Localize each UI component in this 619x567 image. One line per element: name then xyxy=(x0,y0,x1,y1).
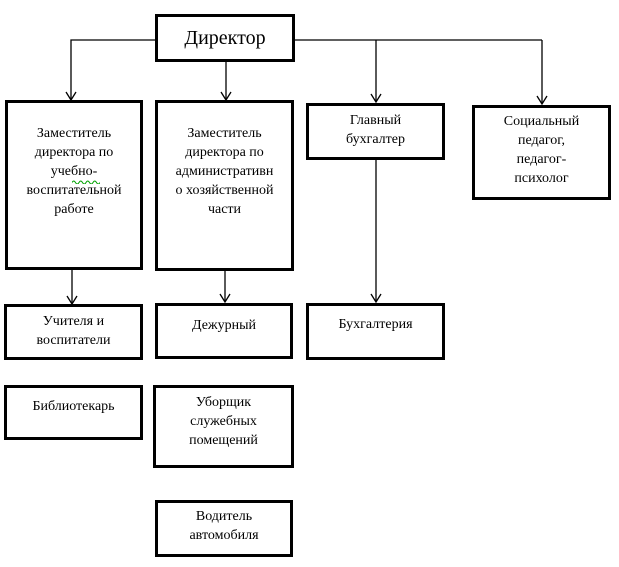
node-librarian: Библиотекарь xyxy=(4,385,143,440)
node-duty-officer: Дежурный xyxy=(155,303,293,359)
node-deputy-director-educational: Заместитель директора по учебно- воспита… xyxy=(5,100,143,270)
node-social-pedagogue: Социальный педагог, педагог- психолог xyxy=(472,105,611,200)
arrowhead-icon xyxy=(370,93,382,104)
arrowhead-icon xyxy=(370,293,382,304)
node-social-pedagogue-label: Социальный педагог, педагог- психолог xyxy=(503,114,580,186)
node-director: Директор xyxy=(155,14,295,62)
node-accounting: Бухгалтерия xyxy=(306,303,445,360)
node-cleaner: Уборщик служебных помещений xyxy=(153,385,294,468)
arrowhead-icon xyxy=(219,293,231,304)
node-accounting-label: Бухгалтерия xyxy=(338,317,413,332)
node-deputy-director-administrative-label: Заместитель директора по административн … xyxy=(175,126,274,217)
node-teachers-label: Учителя и воспитатели xyxy=(36,314,111,348)
node-director-label: Директор xyxy=(184,27,266,49)
edge-director-deputy-edu xyxy=(70,39,155,99)
node-deputy-director-administrative: Заместитель директора по административн … xyxy=(155,100,294,271)
node-driver-label: Водитель автомобиля xyxy=(189,509,259,543)
node-chief-accountant: Главный бухгалтер xyxy=(306,103,445,160)
node-driver: Водитель автомобиля xyxy=(155,500,293,557)
node-teachers: Учителя и воспитатели xyxy=(4,304,143,360)
node-deputy-director-educational-label: Заместитель директора по учебно- воспита… xyxy=(26,126,122,217)
node-cleaner-label: Уборщик служебных помещений xyxy=(189,395,258,448)
node-librarian-label: Библиотекарь xyxy=(32,399,115,414)
node-duty-officer-label: Дежурный xyxy=(192,318,256,333)
node-chief-accountant-label: Главный бухгалтер xyxy=(346,113,405,147)
arrowhead-icon xyxy=(536,95,548,106)
